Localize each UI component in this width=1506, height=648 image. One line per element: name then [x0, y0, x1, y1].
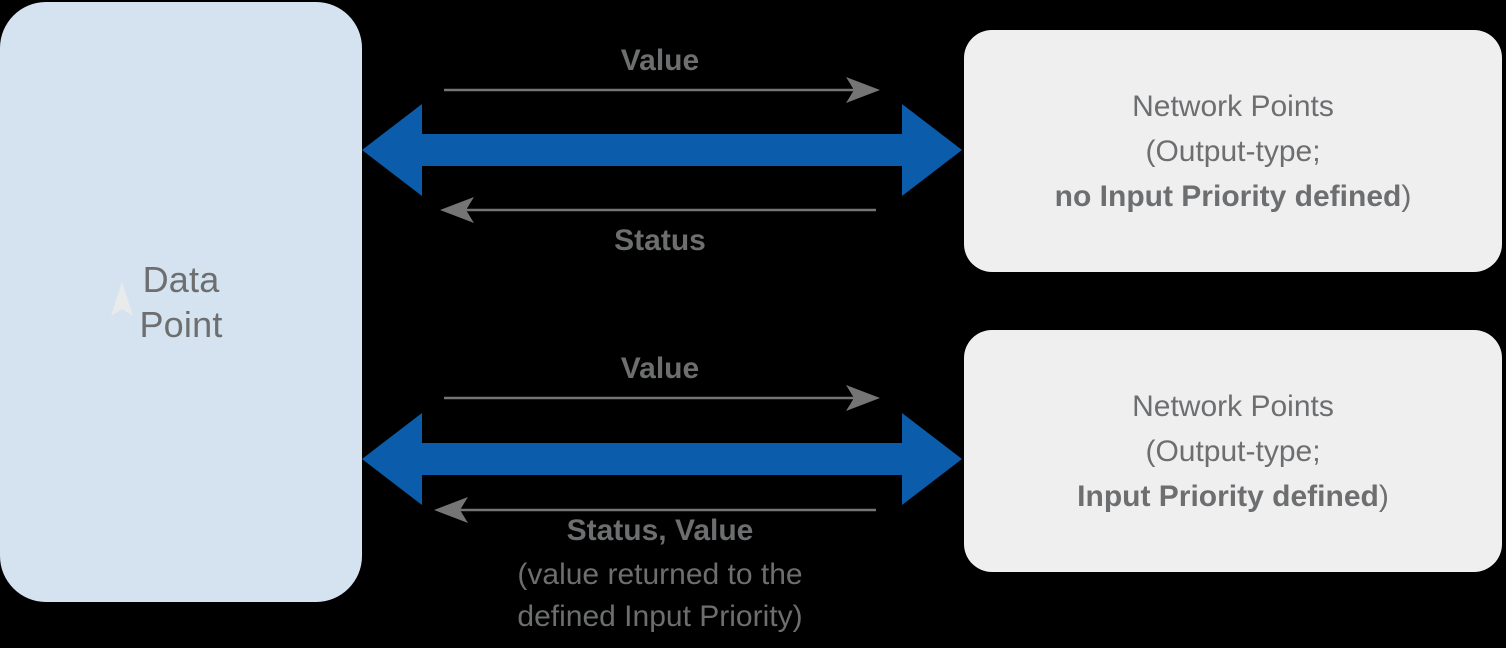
arrow-right-icon-value-top	[444, 77, 880, 103]
network-points-box-input-priority: Network Points (Output-type; Input Prior…	[964, 330, 1502, 572]
network-points-text-top: Network Points (Output-type; no Input Pr…	[1055, 84, 1412, 219]
arrow-left-icon-status-top	[440, 197, 876, 223]
flow-label-status-top: Status	[614, 224, 706, 257]
np-bottom-line2: (Output-type;	[1145, 434, 1321, 468]
np-bottom-line3-bold: Input Priority defined	[1077, 479, 1379, 513]
network-points-box-no-input-priority: Network Points (Output-type; no Input Pr…	[964, 30, 1502, 272]
double-headed-arrow-icon-bottom	[362, 413, 962, 505]
data-point-box: Data Point	[0, 2, 362, 602]
arrow-right-icon-value-bottom	[444, 385, 880, 411]
flow-label-status-value-bottom: Status, Value	[566, 514, 754, 547]
np-bottom-line3-tail: )	[1378, 479, 1389, 513]
network-points-text-bottom: Network Points (Output-type; Input Prior…	[1077, 384, 1389, 519]
data-point-label: Data Point	[139, 259, 223, 345]
flow-label-value-top: Value	[620, 44, 700, 77]
flow-note-bottom-line1: (value returned to the	[517, 558, 803, 591]
np-top-line3-tail: )	[1401, 179, 1412, 213]
np-top-line3-bold: no Input Priority defined	[1054, 179, 1402, 213]
flow-note-bottom-line2: defined Input Priority)	[517, 600, 803, 633]
flow-note-bottom: (value returned to the defined Input Pri…	[400, 554, 920, 638]
np-bottom-line1: Network Points	[1132, 389, 1334, 423]
np-top-line2: (Output-type;	[1145, 134, 1321, 168]
double-headed-arrow-icon-top	[362, 104, 962, 196]
flow-label-value-bottom: Value	[620, 352, 700, 385]
arrow-left-icon-status-value-bottom	[434, 497, 876, 523]
np-top-line1: Network Points	[1132, 89, 1334, 123]
